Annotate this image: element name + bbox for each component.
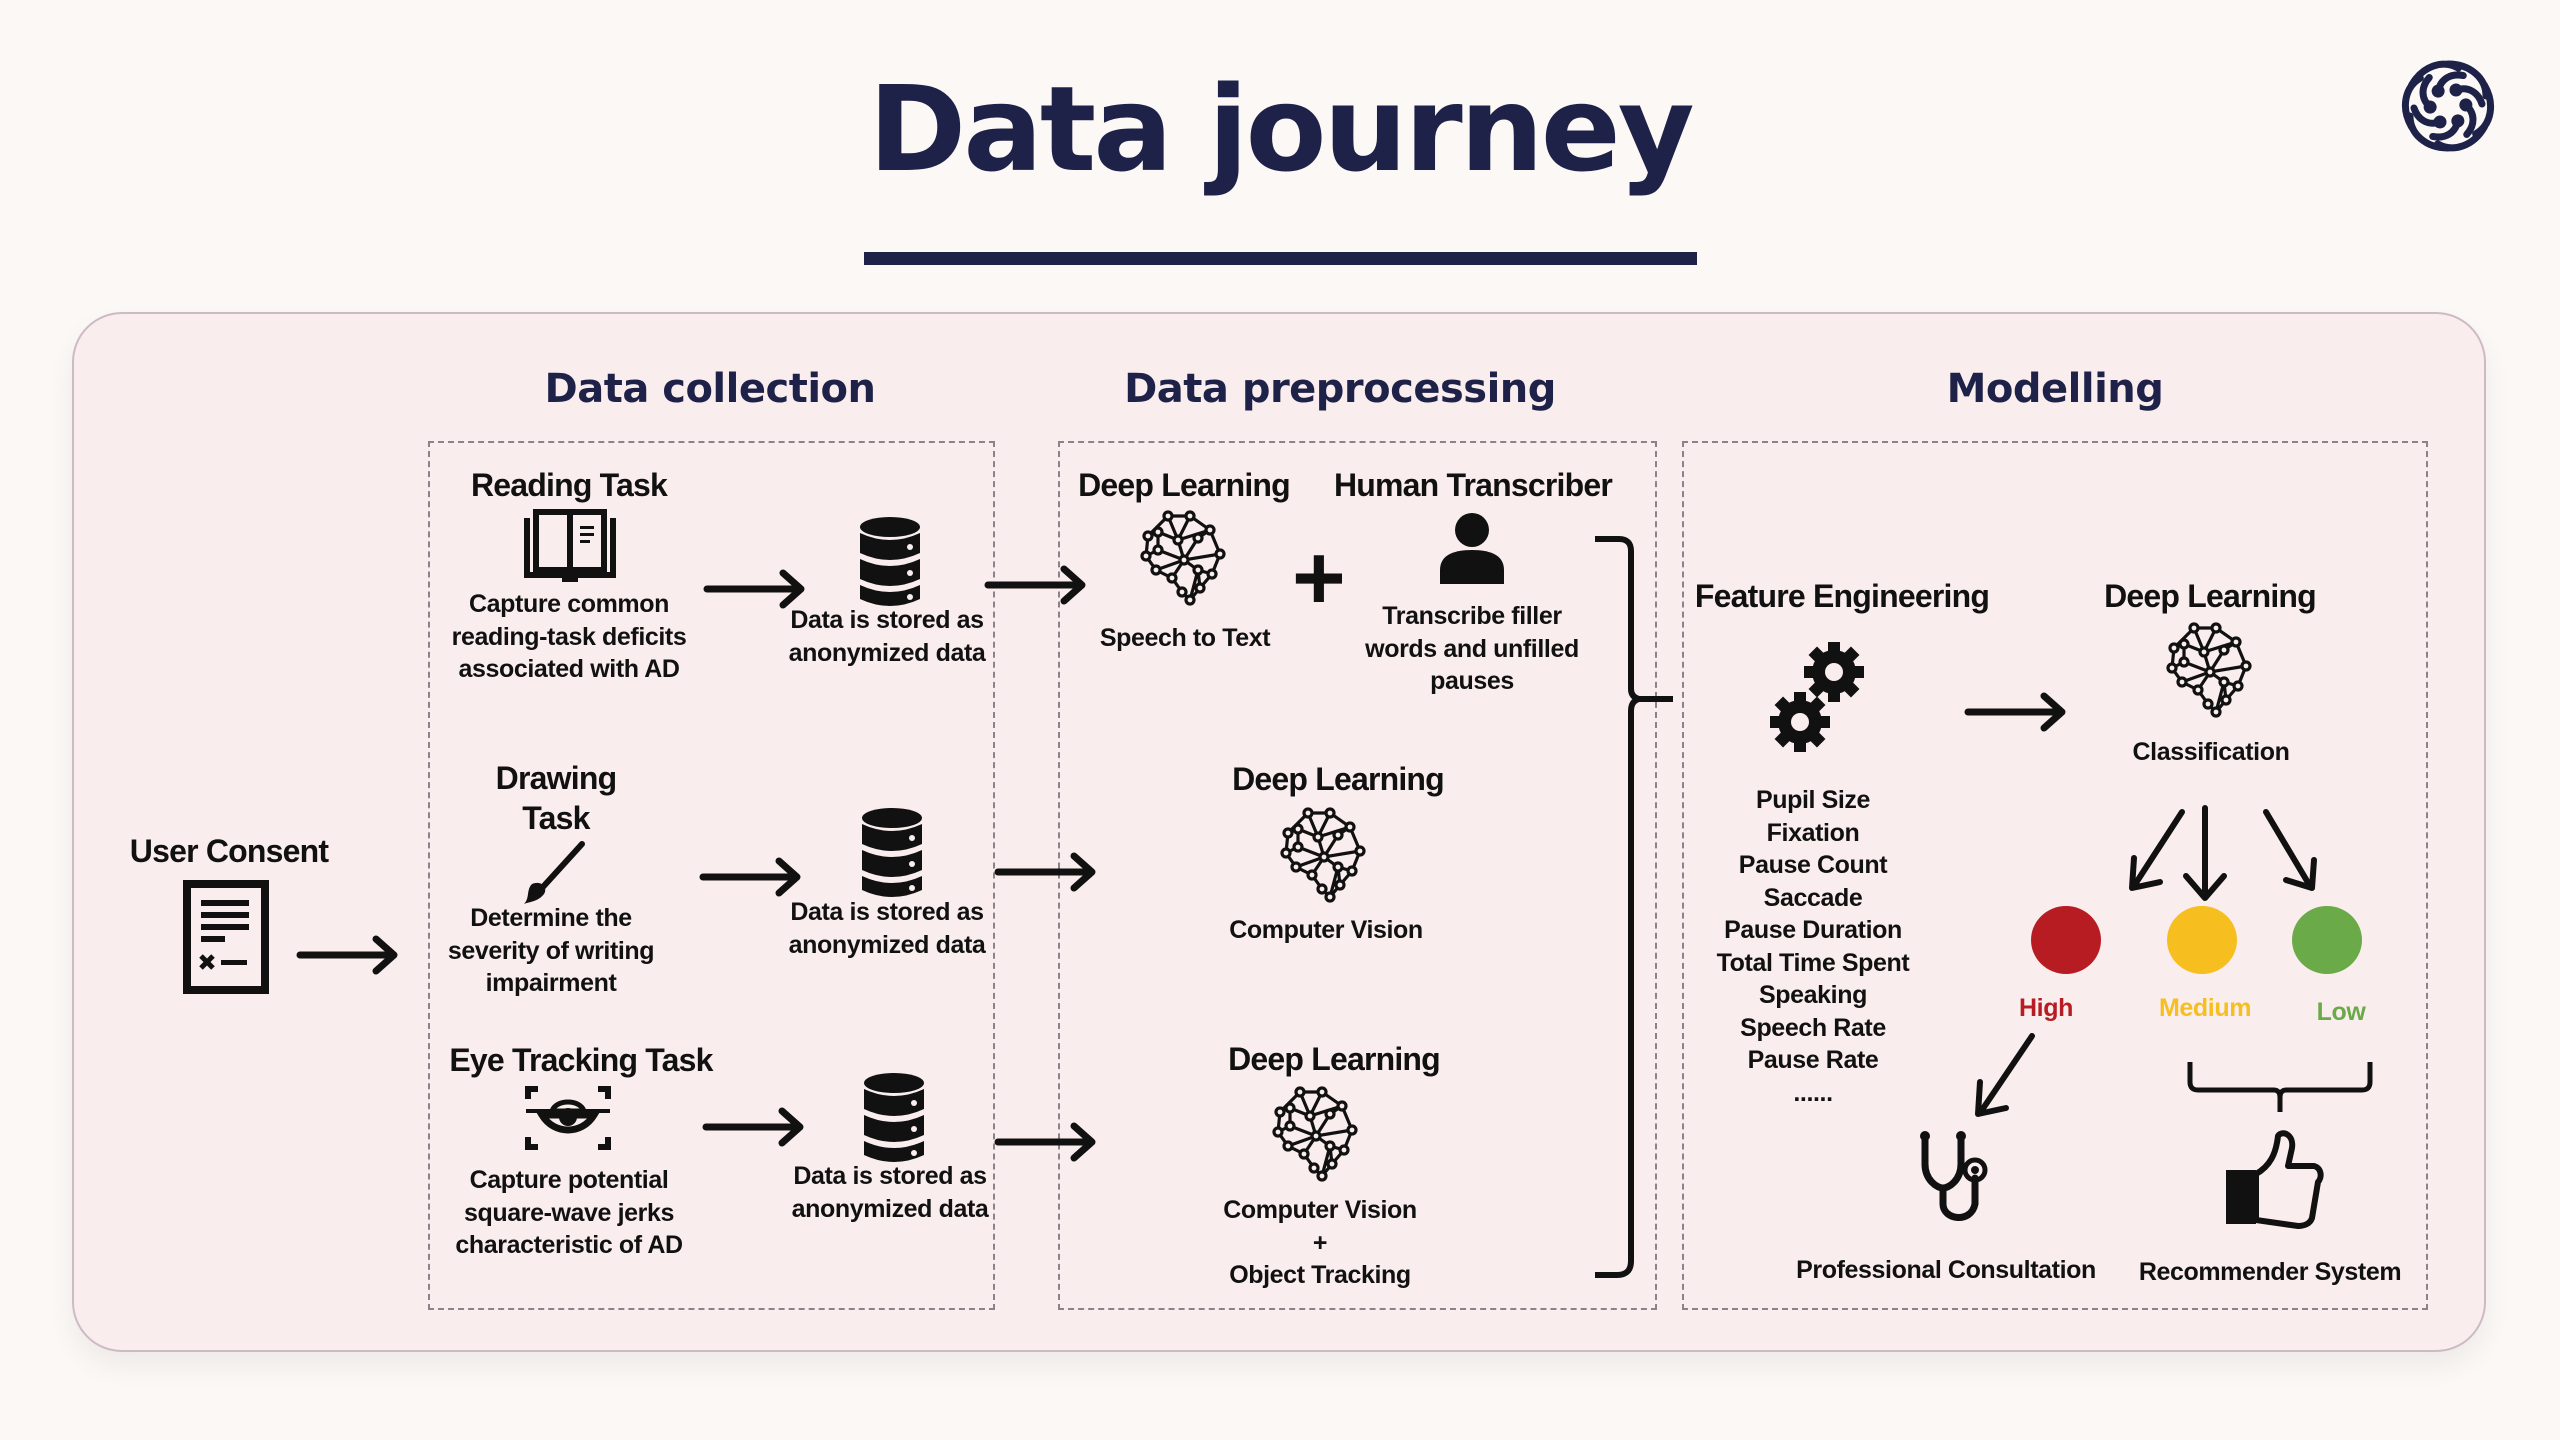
section-heading-collection: Data collection [544, 366, 876, 412]
drawing-task-title: Drawing Task [495, 760, 617, 836]
database-icon [864, 1073, 924, 1162]
storage-desc: Data is stored as anonymized data [788, 606, 986, 667]
recommend-brace-icon [2187, 1062, 2373, 1112]
consent-form-icon [183, 880, 269, 994]
feature-engineering-title: Feature Engineering [1694, 578, 1990, 614]
arrow-right-icon [988, 565, 1088, 605]
page-title: Data journey [868, 60, 1694, 198]
feature-item: Pause Duration [1724, 916, 1902, 944]
database-icon [860, 517, 920, 606]
plus-sign: + [1292, 527, 1346, 629]
arrow-right-icon [703, 857, 803, 897]
human-transcriber-title: Human Transcriber [1333, 467, 1613, 503]
feature-list: Pupil Size Fixation Pause Count Saccade … [1717, 784, 1910, 1109]
professional-consultation-label: Professional Consultation [1796, 1256, 2096, 1284]
feature-item: Pause Rate [1747, 1046, 1879, 1074]
journey-card [72, 312, 2486, 1352]
risk-circle-high [2031, 906, 2101, 974]
arrow-right-icon [706, 1107, 806, 1147]
feature-item: Pause Count [1738, 851, 1888, 879]
storage-desc: Data is stored as anonymized data [788, 898, 986, 959]
book-icon [524, 509, 616, 582]
reading-task-title: Reading Task [470, 467, 668, 503]
title-underline [864, 252, 1697, 265]
neural-brain-icon [1280, 807, 1366, 903]
arrow-right-icon [300, 935, 400, 975]
vision-dl-title: Deep Learning [1232, 761, 1445, 797]
person-icon [1440, 513, 1504, 584]
feature-item: Total Time Spent [1716, 948, 1910, 977]
computer-vision-caption: Computer Vision [1229, 916, 1423, 944]
feature-item: Speaking [1759, 981, 1867, 1009]
neural-brain-icon [2166, 622, 2252, 718]
risk-circle-low [2292, 906, 2362, 974]
arrow-down-left-icon [1975, 1033, 2035, 1117]
drawing-task-desc: Determine the severity of writing impair… [447, 904, 655, 997]
neural-brain-icon [1272, 1086, 1358, 1182]
arrow-right-icon [1968, 692, 2068, 732]
merge-brace-icon [1595, 536, 1673, 1278]
eye-tracking-task-desc: Capture potential square-wave jerks char… [455, 1166, 683, 1259]
risk-circle-medium [2167, 906, 2237, 974]
speech-to-text-caption: Speech to Text [1099, 624, 1271, 652]
section-heading-preprocessing: Data preprocessing [1124, 366, 1556, 412]
modelling-box [1682, 441, 2428, 1310]
arrow-right-icon [998, 1122, 1098, 1162]
section-heading-modelling: Modelling [1946, 366, 2164, 412]
feature-item: Saccade [1763, 883, 1863, 912]
classification-dl-title: Deep Learning [2104, 578, 2317, 614]
feature-item: Speech Rate [1740, 1013, 1886, 1042]
arrow-right-icon [707, 569, 807, 609]
feature-item: Pupil Size [1755, 786, 1871, 814]
arrow-right-icon [998, 852, 1098, 892]
eye-scan-icon [525, 1086, 611, 1150]
thumbs-up-icon [2226, 1130, 2324, 1229]
paintbrush-icon [524, 841, 585, 904]
reading-task-desc: Capture common reading-task deficits ass… [451, 590, 687, 683]
eye-tracking-task-title: Eye Tracking Task [449, 1042, 713, 1078]
risk-label-high: High [2019, 994, 2073, 1022]
user-consent-label: User Consent [129, 833, 329, 869]
feature-item: ...... [1793, 1078, 1833, 1107]
collection-box [428, 441, 995, 1310]
feature-item: Fixation [1766, 818, 1860, 847]
tracking-dl-title: Deep Learning [1228, 1041, 1441, 1077]
recommender-system-label: Recommender System [2138, 1258, 2402, 1286]
gears-icon [1770, 642, 1864, 752]
classification-arrows [2129, 805, 2317, 901]
database-icon [862, 808, 922, 897]
classification-caption: Classification [2132, 738, 2290, 766]
stethoscope-icon [1920, 1131, 1988, 1221]
human-transcriber-desc: Transcribe filler words and unfilled pau… [1365, 602, 1579, 695]
neural-brain-icon [1140, 510, 1226, 606]
risk-label-medium: Medium [2158, 994, 2252, 1022]
logo-icon [2398, 56, 2498, 156]
object-tracking-caption: Computer Vision + Object Tracking [1223, 1196, 1417, 1289]
speech-dl-title: Deep Learning [1078, 467, 1291, 503]
storage-desc: Data is stored as anonymized data [791, 1162, 989, 1223]
risk-label-low: Low [2316, 998, 2366, 1026]
